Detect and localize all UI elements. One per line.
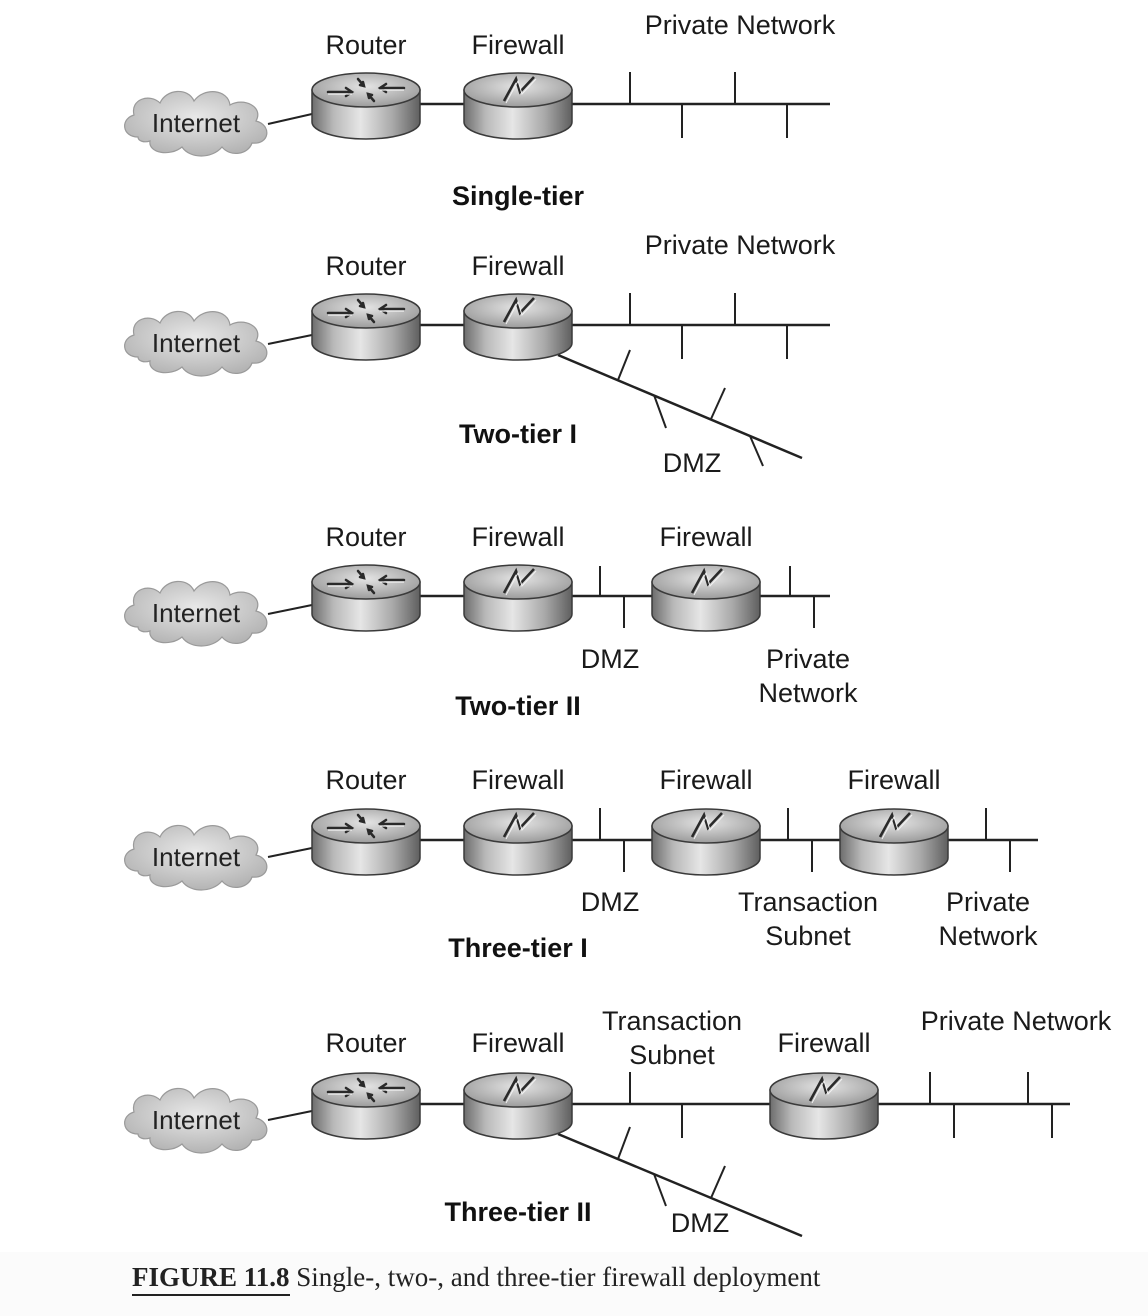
private-network-label: Private Network [645,10,836,40]
tier-title-single: Single-tier [452,181,585,211]
private-network-label: Private Network [645,230,836,260]
two-tier-i-diagram: Router Firewall Private Network Internet… [124,230,836,478]
internet-label: Internet [152,598,241,628]
router-icon [310,292,422,362]
private-network-label: Private Network [921,1006,1112,1036]
firewall-icon [462,71,574,141]
router-icon [310,807,422,877]
firewall-icon-3 [838,807,950,877]
internet-label: Internet [152,328,241,358]
firewall-label-2: Firewall [659,765,752,795]
caption-background [0,1252,1148,1316]
router-label: Router [325,765,406,795]
dmz-label: DMZ [581,644,639,674]
firewall-label: Firewall [471,251,564,281]
firewall-label-2: Firewall [659,522,752,552]
private-label: Private [946,887,1030,917]
router-icon [310,563,422,633]
network-label: Network [758,678,858,708]
router-label: Router [325,251,406,281]
three-tier-i-diagram: Router Firewall Firewall Firewall Intern… [124,765,1038,963]
figure-caption-text: Single-, two-, and three-tier firewall d… [289,1262,821,1292]
dmz-label: DMZ [581,887,639,917]
router-label: Router [325,30,406,60]
subnet-label: Subnet [765,921,851,951]
firewall-label: Firewall [471,30,564,60]
private-label: Private [766,644,850,674]
dmz-label: DMZ [663,448,721,478]
firewall-label: Firewall [471,522,564,552]
network-label: Network [938,921,1038,951]
figure-caption: FIGURE 11.8 Single-, two-, and three-tie… [132,1262,1112,1296]
firewall-icon [462,807,574,877]
firewall-label-3: Firewall [847,765,940,795]
subnet-label: Subnet [629,1040,715,1070]
firewall-icon-2 [650,807,762,877]
router-icon [310,71,422,141]
firewall-label: Firewall [471,765,564,795]
dmz-segment [557,1132,803,1238]
firewall-icon-2 [650,563,762,633]
internet-label: Internet [152,108,241,138]
dmz-segment [557,353,803,460]
single-tier-diagram: Router Firewall Private Network Internet… [124,10,836,211]
tier-title-two-i: Two-tier I [459,419,577,449]
firewall-icon [462,1071,574,1141]
transaction-label: Transaction [602,1006,742,1036]
firewall-label: Firewall [471,1028,564,1058]
firewall-icon [462,563,574,633]
internet-label: Internet [152,1105,241,1135]
tier-title-two-ii: Two-tier II [455,691,581,721]
three-tier-ii-diagram: Router Firewall Transaction Subnet Firew… [124,1006,1112,1238]
router-label: Router [325,522,406,552]
firewall-deployment-diagram: Router Firewall Private Network Internet… [124,10,1112,1238]
dmz-label: DMZ [671,1208,729,1238]
transaction-label: Transaction [738,887,878,917]
figure-number: FIGURE 11.8 [132,1262,290,1296]
router-icon [310,1071,422,1141]
tier-title-three-i: Three-tier I [448,933,588,963]
firewall-label-2: Firewall [777,1028,870,1058]
two-tier-ii-diagram: Router Firewall Firewall Internet DMZ Pr… [124,522,858,721]
internet-label: Internet [152,842,241,872]
firewall-icon-2 [768,1071,880,1141]
router-label: Router [325,1028,406,1058]
tier-title-three-ii: Three-tier II [444,1197,591,1227]
firewall-icon [462,292,574,362]
